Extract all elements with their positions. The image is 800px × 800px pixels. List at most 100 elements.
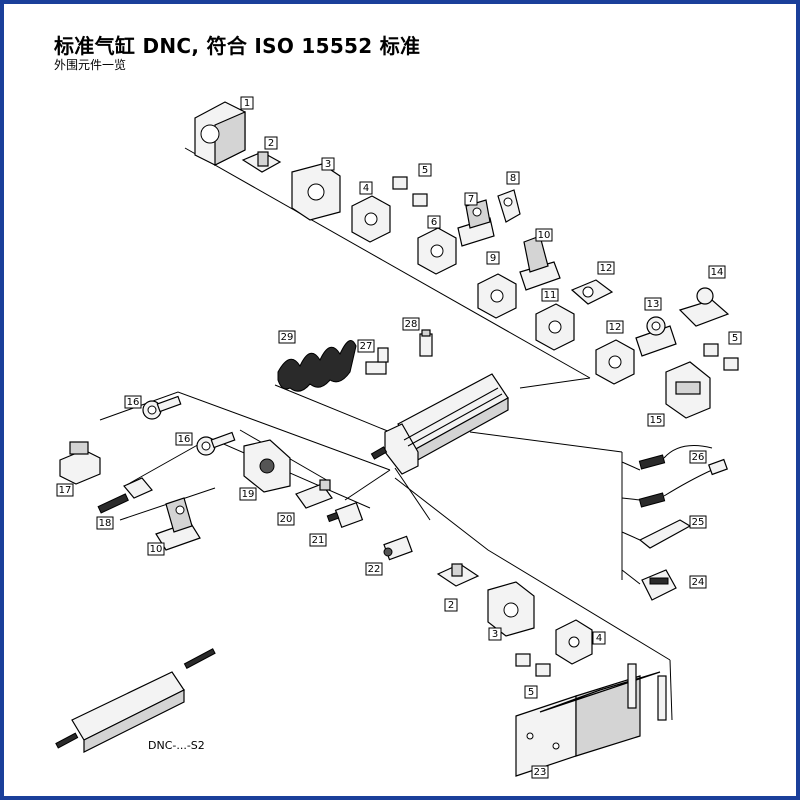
callout-13: 13 — [644, 297, 662, 311]
svg-text:19: 19 — [242, 489, 255, 500]
svg-text:6: 6 — [431, 217, 437, 228]
callout-20: 20 — [277, 512, 295, 526]
callout-5c: 5 — [524, 685, 538, 699]
callout-18: 18 — [96, 516, 114, 530]
callout-17: 17 — [56, 483, 74, 497]
leader-lines — [99, 147, 673, 721]
part-trunnion-mount — [595, 339, 635, 385]
callout-2b: 2 — [444, 598, 458, 612]
callout-27: 27 — [357, 339, 375, 353]
svg-text:3: 3 — [325, 159, 331, 170]
part-trunnion-support — [570, 279, 614, 305]
svg-text:11: 11 — [544, 290, 557, 301]
callout-10: 10 — [535, 228, 553, 242]
part-standard-cylinder — [370, 373, 509, 475]
svg-text:21: 21 — [312, 535, 325, 546]
svg-text:23: 23 — [534, 767, 547, 778]
leader-rear-to-23 — [669, 659, 673, 721]
svg-text:5: 5 — [528, 687, 534, 698]
callout-2: 2 — [264, 136, 278, 150]
leader-bellows-line — [274, 384, 391, 433]
svg-text:27: 27 — [360, 341, 373, 352]
part-mounting-block-5b — [703, 343, 739, 371]
callout-22: 22 — [365, 562, 383, 576]
leader-rod-20 — [344, 469, 391, 501]
leader-sensor-24 — [621, 569, 641, 585]
part-cylinder-variant-s2 — [55, 648, 216, 753]
callout-5: 5 — [418, 163, 432, 177]
svg-text:8: 8 — [510, 173, 516, 184]
callout-28: 28 — [402, 317, 420, 331]
svg-text:26: 26 — [692, 452, 705, 463]
svg-text:28: 28 — [405, 319, 418, 330]
callout-29: 29 — [278, 330, 296, 344]
svg-text:3: 3 — [492, 629, 498, 640]
part-trunnion-pivot — [678, 287, 730, 327]
svg-text:12: 12 — [609, 322, 622, 333]
part-pivot-bracket-2 — [155, 497, 201, 551]
part-rod-eye-2 — [196, 431, 236, 456]
callout-15: 15 — [647, 413, 665, 427]
callout-16a: 16 — [124, 395, 142, 409]
callout-24: 24 — [689, 575, 707, 589]
svg-text:20: 20 — [280, 514, 293, 525]
svg-text:1: 1 — [244, 98, 250, 109]
callout-21: 21 — [309, 533, 327, 547]
part-square-plate — [243, 439, 291, 493]
callout-1: 1 — [240, 96, 254, 110]
part-swivel-flange — [477, 273, 517, 319]
callout-12b: 12 — [606, 320, 624, 334]
leader-rod-22 — [394, 467, 431, 521]
callout-6: 6 — [427, 215, 441, 229]
leader-sensor-26b — [621, 497, 641, 501]
svg-text:2: 2 — [448, 600, 454, 611]
part-foot-bracket-small — [241, 151, 282, 173]
page-title: 标准气缸 DNC, 符合 ISO 15552 标准 — [54, 34, 421, 58]
callout-7: 7 — [464, 192, 478, 206]
svg-text:14: 14 — [711, 267, 724, 278]
callout-12a: 12 — [597, 261, 615, 275]
part-rod-clevis-2 — [295, 479, 333, 509]
part-protective-bellows — [277, 340, 357, 392]
part-sensor-bracket — [641, 569, 677, 601]
part-coupling-piece — [59, 441, 101, 485]
callout-14: 14 — [708, 265, 726, 279]
svg-text:24: 24 — [692, 577, 705, 588]
part-one-way-flow-control — [365, 347, 389, 375]
part-clevis-flange — [535, 303, 575, 351]
part-proximity-sensor-cable — [638, 445, 728, 508]
part-sensor-rail — [638, 519, 692, 549]
part-coupling-sleeve — [383, 535, 413, 561]
part-mounting-block-5c — [515, 653, 551, 677]
part-rod-eye — [142, 395, 182, 420]
svg-text:16: 16 — [178, 434, 191, 445]
leader-rear-line — [394, 477, 671, 661]
svg-text:25: 25 — [692, 517, 705, 528]
svg-text:5: 5 — [422, 165, 428, 176]
svg-text:9: 9 — [490, 253, 496, 264]
svg-text:4: 4 — [363, 183, 369, 194]
svg-text:22: 22 — [368, 564, 381, 575]
svg-text:15: 15 — [650, 415, 663, 426]
svg-text:4: 4 — [596, 633, 602, 644]
callout-11: 11 — [541, 288, 559, 302]
leader-sensor-26 — [621, 461, 641, 471]
svg-text:10: 10 — [538, 230, 551, 241]
svg-text:12: 12 — [600, 263, 613, 274]
callout-4b: 4 — [592, 631, 606, 645]
part-mounting-block-5a — [392, 176, 428, 207]
variant-label: DNC-...-S2 — [148, 739, 205, 752]
part-square-flange — [194, 101, 246, 166]
svg-text:10: 10 — [150, 544, 163, 555]
leader-top-to-cylinder — [519, 377, 591, 389]
page-subtitle: 外围元件一览 — [54, 58, 127, 72]
callout-10b: 10 — [147, 542, 165, 556]
svg-text:7: 7 — [468, 194, 474, 205]
callout-4: 4 — [359, 181, 373, 195]
callout-16b: 16 — [175, 432, 193, 446]
callout-9: 9 — [486, 251, 500, 265]
part-trunnion-flange-rear — [555, 619, 593, 665]
part-flange-plate — [291, 163, 341, 221]
svg-text:29: 29 — [281, 332, 294, 343]
